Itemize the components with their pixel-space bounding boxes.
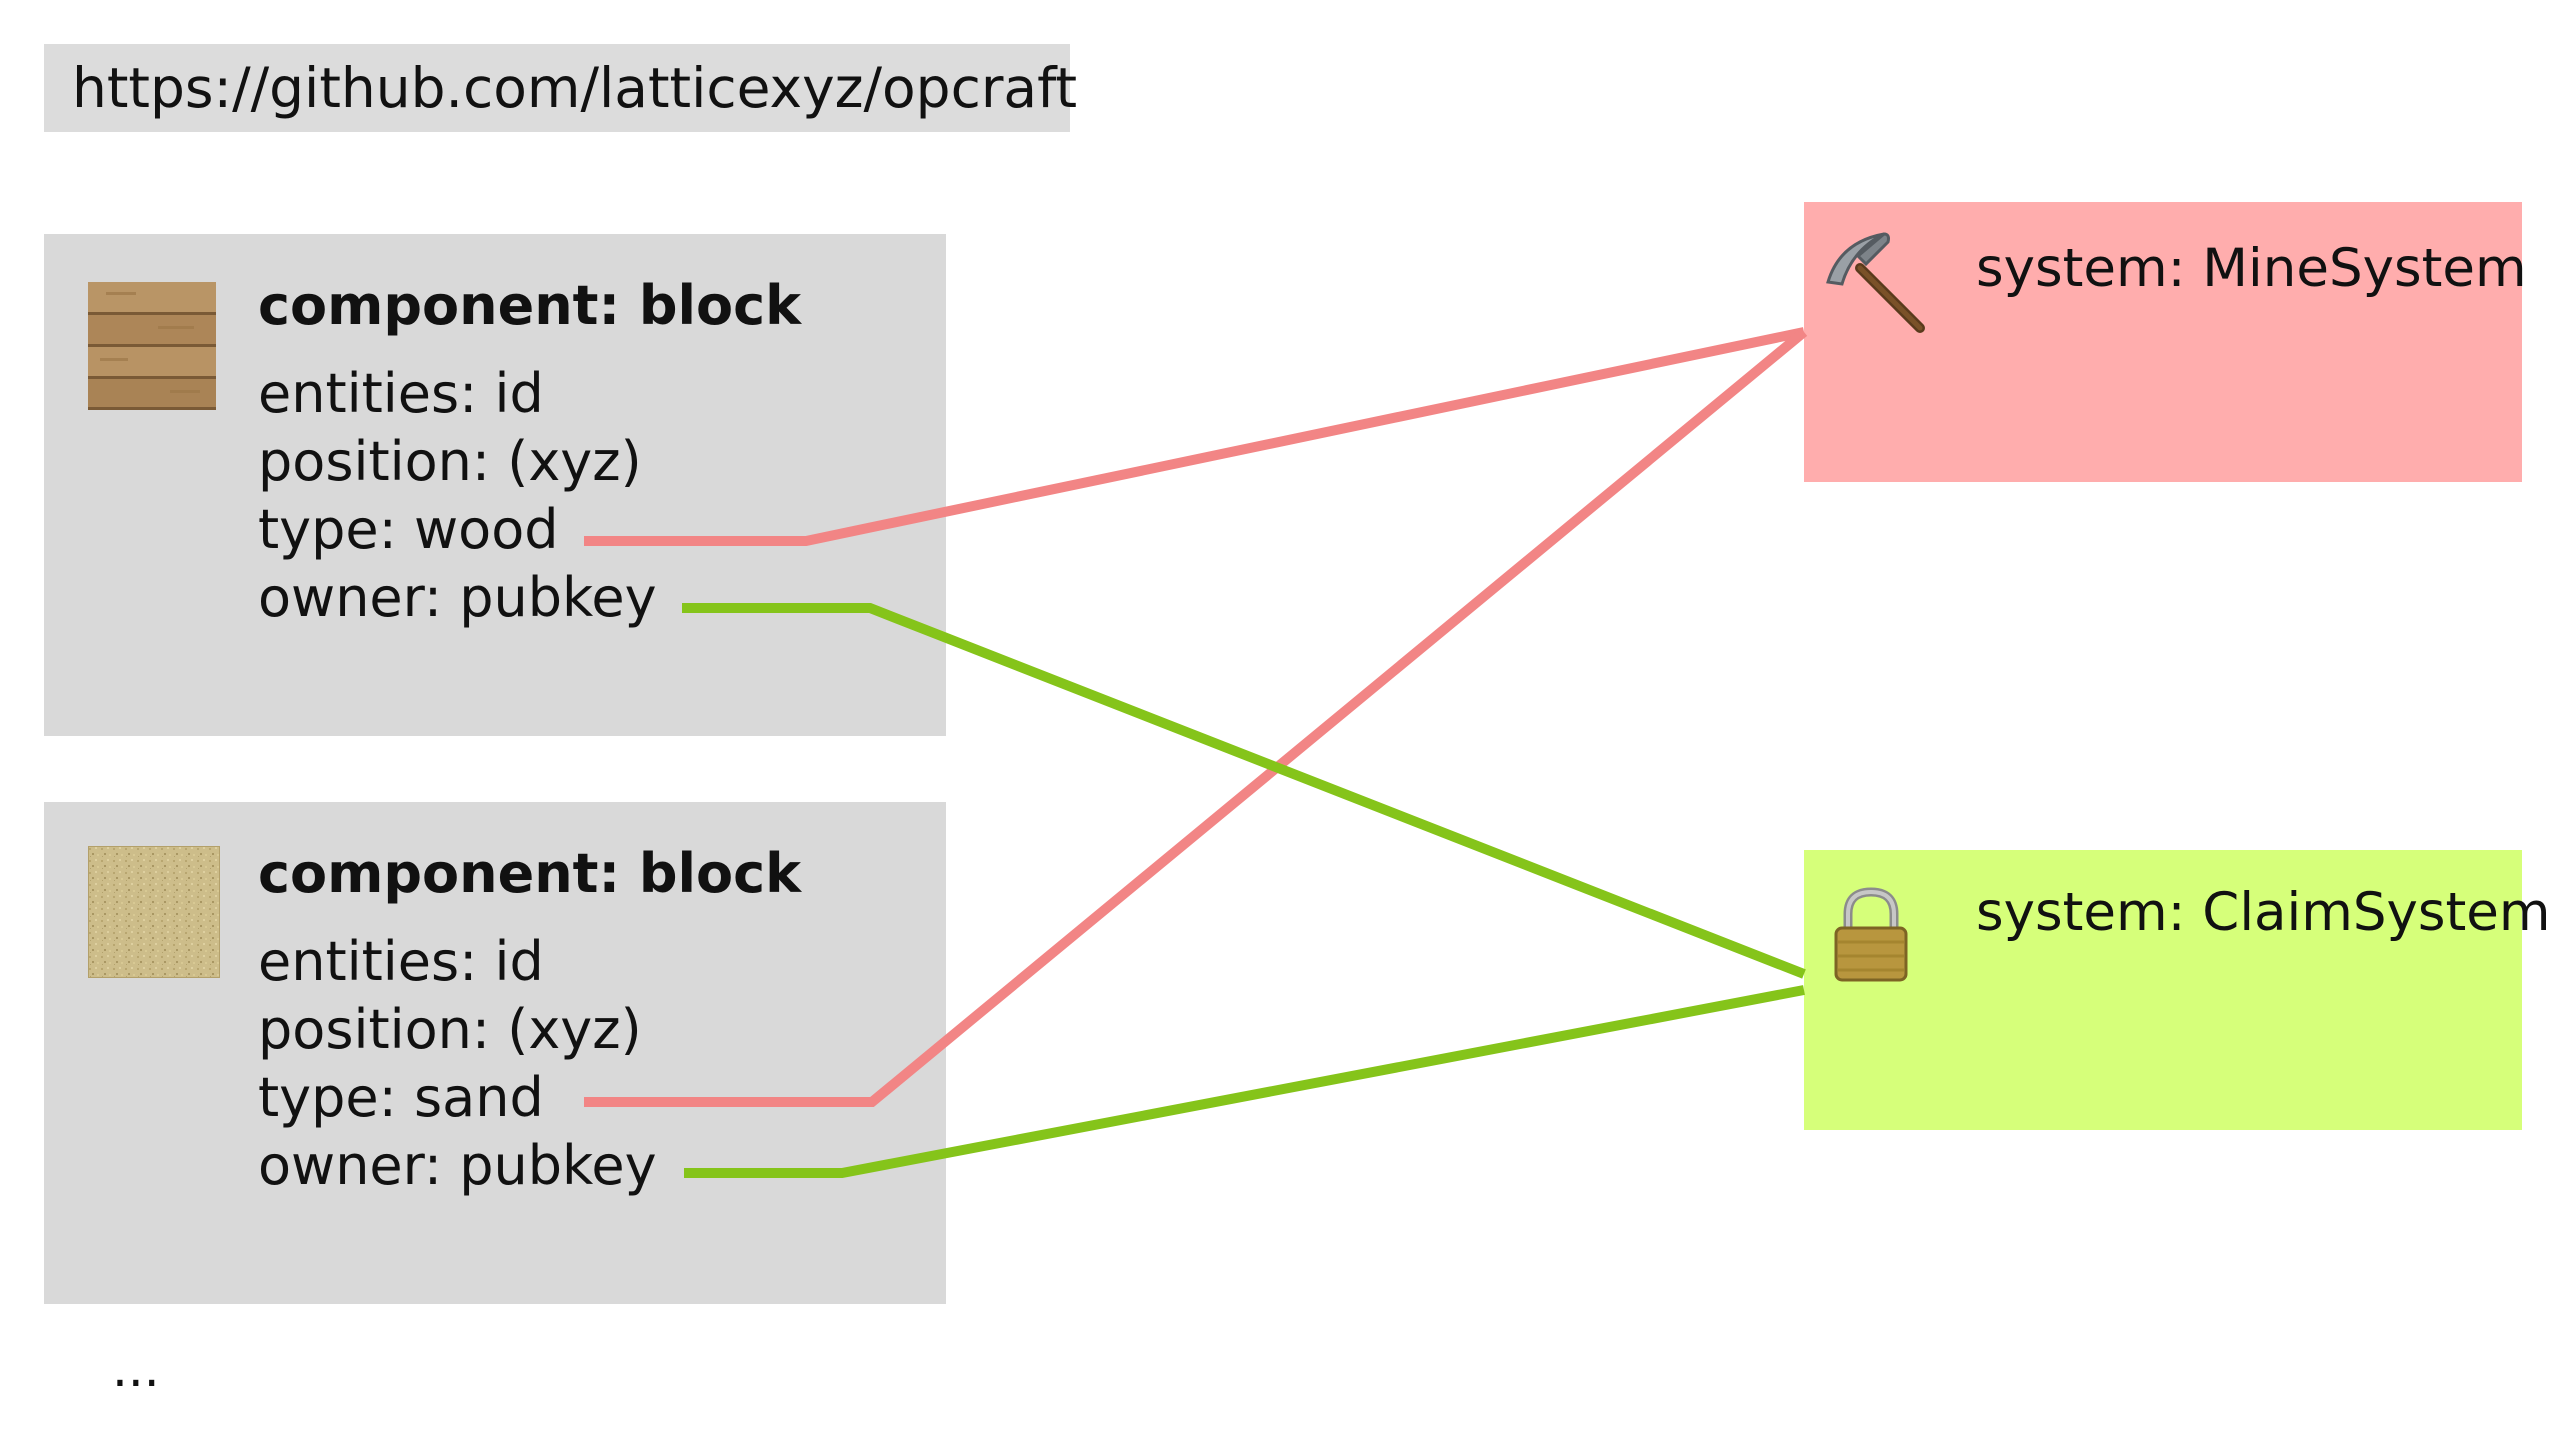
mine-system-box: system: MineSystem — [1804, 202, 2527, 482]
pickaxe-icon — [1822, 228, 1932, 338]
sand-block-icon — [88, 846, 220, 978]
system-label: system: MineSystem — [1976, 238, 2527, 299]
component-box-sand: component: block entities: id position: … — [44, 802, 946, 1304]
field-position: position: (xyz) — [258, 998, 642, 1061]
component-title: component: block — [258, 274, 802, 337]
component-box-wood: component: block entities: id position: … — [44, 234, 946, 736]
field-type: type: sand — [258, 1066, 544, 1129]
source-url-label: https://github.com/latticexyz/opcraft — [44, 44, 1077, 132]
component-title: component: block — [258, 842, 802, 905]
field-owner: owner: pubkey — [258, 566, 657, 629]
claim-system-box: system: ClaimSystem — [1804, 850, 2551, 1130]
padlock-icon — [1826, 884, 1936, 994]
field-entities: entities: id — [258, 362, 544, 425]
field-position: position: (xyz) — [258, 430, 642, 493]
wood-plank-block-icon — [88, 282, 216, 410]
field-owner: owner: pubkey — [258, 1134, 657, 1197]
more-components-ellipsis: ... — [112, 1340, 160, 1398]
field-entities: entities: id — [258, 930, 544, 993]
system-label: system: ClaimSystem — [1976, 882, 2551, 943]
field-type: type: wood — [258, 498, 559, 561]
